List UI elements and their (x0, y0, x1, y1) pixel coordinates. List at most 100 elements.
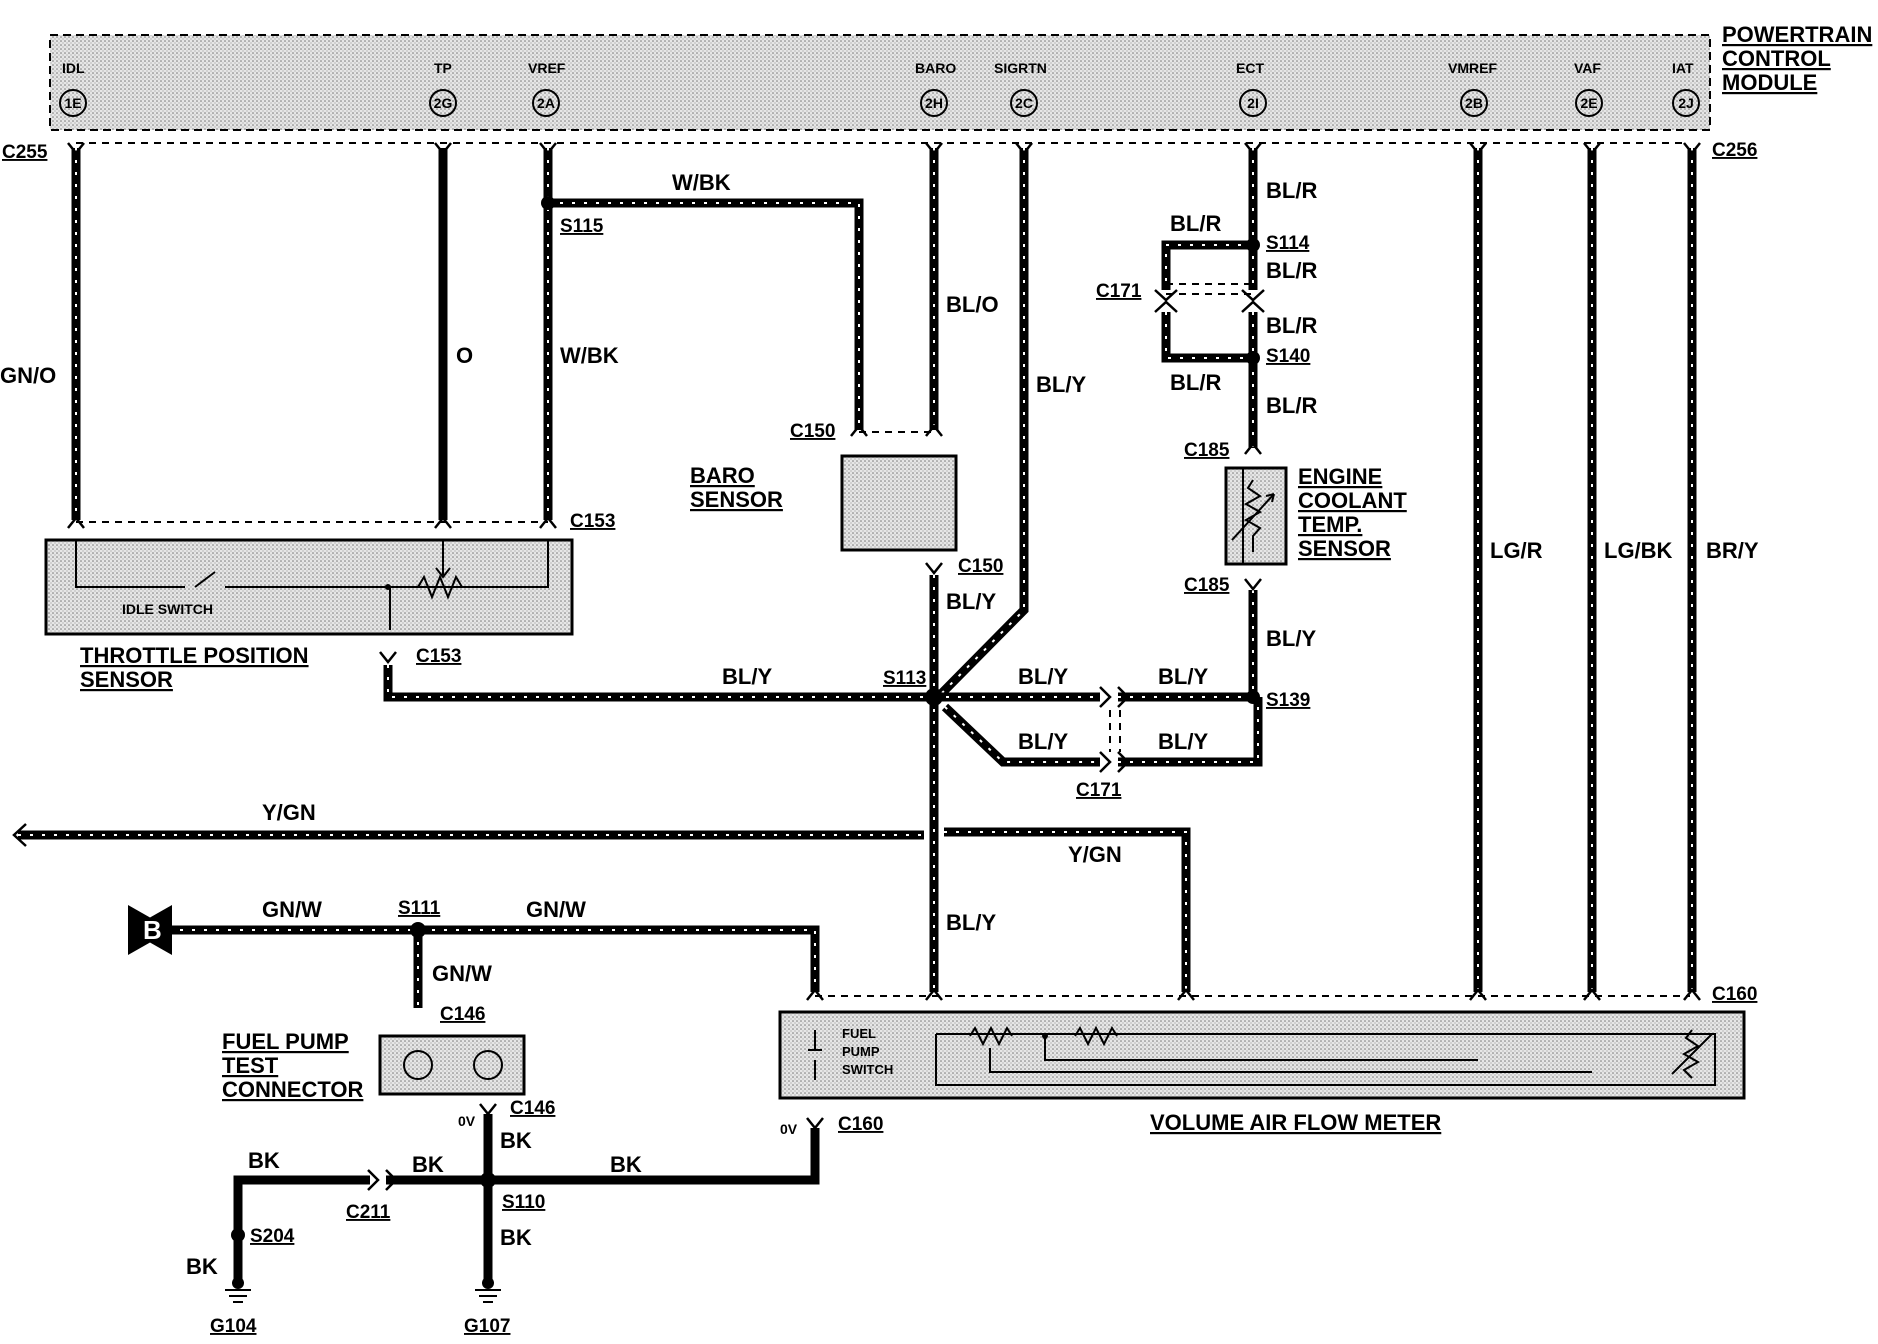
pin-code: 2J (1678, 95, 1694, 111)
idle-switch-label: IDLE SWITCH (122, 601, 213, 617)
ground-label: G104 (210, 1316, 257, 1337)
fuel-pump-switch-line2: PUMP (842, 1044, 880, 1059)
ect-title-line4: SENSOR (1298, 536, 1391, 561)
thermistor-icon (1681, 1029, 1701, 1079)
pin-name: ECT (1236, 60, 1264, 76)
powertrain-control-module: POWERTRAIN CONTROL MODULE IDL 1E TP 2G V… (49, 22, 1872, 131)
c171-dashed (1109, 283, 1253, 752)
pcm-pin-vaf: VAF 2E (1574, 60, 1603, 117)
pin-name: VREF (528, 60, 566, 76)
connector-label: C153 (416, 646, 461, 667)
baro-sensor: BARO SENSOR (690, 454, 958, 552)
fpc-title-line1: FUEL PUMP (222, 1029, 349, 1054)
pin-circle-icon (1575, 89, 1603, 117)
connector-label: C160 (838, 1114, 883, 1135)
connector-label: C150 (958, 556, 1003, 577)
pin-code: 2G (434, 95, 453, 111)
terminal-icon (473, 1050, 503, 1080)
connector-label: C185 (1184, 575, 1230, 596)
wire-label: BL/Y (1036, 372, 1086, 397)
wire-label: W/BK (560, 343, 619, 368)
wire-label: BK (500, 1225, 532, 1250)
fuel-pump-switch-line3: SWITCH (842, 1062, 893, 1077)
wire-label: BL/Y (1266, 626, 1316, 651)
wire-labels: GN/O O W/BK W/BK BL/O BL/Y BL/R BL/R BL/… (0, 170, 1759, 1279)
ground-g107: G107 (464, 1277, 510, 1337)
wire-label: BL/R (1266, 178, 1317, 203)
splice-labels: S115 S114 S140 S113 S139 S111 S110 S204 (250, 216, 1310, 1247)
wire-label: BL/Y (722, 664, 772, 689)
pcm-pin-iat: IAT 2J (1672, 60, 1700, 117)
wire-label: GN/W (262, 897, 322, 922)
pin-circle-icon (1672, 89, 1700, 117)
pcm-pin-vref: VREF 2A (528, 60, 566, 117)
ect-title-line3: TEMP. (1298, 512, 1362, 537)
wire-bl-r-loop (1161, 240, 1253, 363)
fpc-title-line2: TEST (222, 1053, 279, 1078)
pin-circle-icon (532, 89, 560, 117)
pcm-pin-baro: BARO 2H (915, 60, 956, 117)
pin-circle-icon (1239, 89, 1267, 117)
pin-name: BARO (915, 60, 956, 76)
voltage-label: 0V (780, 1121, 798, 1137)
terminal-icon (403, 1050, 433, 1080)
wire-label: LG/R (1490, 538, 1543, 563)
wire-label: BL/O (946, 292, 999, 317)
pin-name: IAT (1672, 60, 1694, 76)
wire-label: BL/Y (946, 589, 996, 614)
voltage-labels: 0V 0V (458, 1113, 798, 1137)
ect-title-line2: COOLANT (1298, 488, 1407, 513)
wire-label: BL/R (1266, 313, 1317, 338)
wire-gn-w (168, 925, 820, 992)
connector-label: C150 (790, 421, 835, 442)
pin-code: 2B (1465, 95, 1483, 111)
pcm-pin-tp: TP 2G (429, 60, 457, 117)
battery-b-symbol: B (128, 905, 172, 955)
pcm-title-line2: CONTROL (1722, 46, 1831, 71)
wire-label: BL/Y (946, 910, 996, 935)
wire-label: BL/Y (1018, 729, 1068, 754)
wire-label: BK (412, 1152, 444, 1177)
connector-label: C255 (2, 142, 48, 163)
pin-circle-icon (59, 89, 87, 117)
wire-label: O (456, 343, 473, 368)
pcm-title-line3: MODULE (1722, 70, 1817, 95)
resistor-icon (969, 1025, 1013, 1047)
potentiometer-icon (417, 574, 463, 600)
connector-labels: C255 C256 C150 C150 C153 C153 C171 C171 … (2, 140, 1757, 1223)
wire-label: W/BK (672, 170, 731, 195)
pcm-title-line1: POWERTRAIN (1722, 22, 1872, 47)
pcm-pin-sigrtn: SIGRTN 2C (994, 60, 1047, 117)
connector-marks (12, 142, 1701, 1191)
fpc-title-line3: CONNECTOR (222, 1077, 363, 1102)
splice-label: S114 (1266, 233, 1310, 254)
fuel-pump-test-connector: FUEL PUMP TEST CONNECTOR (222, 1029, 526, 1102)
pin-name: IDL (62, 60, 85, 76)
wire-label: BR/Y (1706, 538, 1759, 563)
wire-label: BK (500, 1128, 532, 1153)
thermistor-icon (1242, 468, 1263, 564)
tps-title-line1: THROTTLE POSITION (80, 643, 309, 668)
voltage-label: 0V (458, 1113, 476, 1129)
pin-circle-icon (1010, 89, 1038, 117)
pin-circle-icon (429, 89, 457, 117)
pcm-pin-vmref: VMREF 2B (1448, 60, 1497, 117)
pin-name: VAF (1574, 60, 1601, 76)
connector-label: C256 (1712, 140, 1757, 161)
wire-label: BL/R (1266, 393, 1317, 418)
wire-label: BL/R (1170, 370, 1221, 395)
pin-code: 2I (1247, 95, 1259, 111)
connector-label: C211 (346, 1202, 391, 1223)
wire-label: GN/O (0, 363, 56, 388)
pin-code: 2H (925, 95, 943, 111)
wire-bk-g104 (233, 1175, 488, 1280)
wire-label: Y/GN (1068, 842, 1122, 867)
splice-label: S204 (250, 1226, 295, 1247)
splice-label: S111 (398, 898, 441, 919)
splice-dots (231, 196, 1260, 1242)
wire-label: BL/Y (1158, 664, 1208, 689)
battery-label: B (143, 915, 162, 945)
splice-label: S140 (1266, 346, 1310, 367)
pin-code: 2E (1580, 95, 1597, 111)
wire-label: BL/R (1266, 258, 1317, 283)
